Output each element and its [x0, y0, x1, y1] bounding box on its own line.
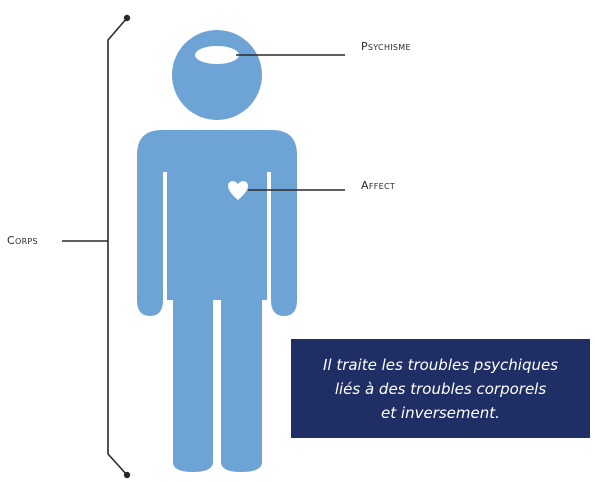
figure-left-leg — [173, 296, 213, 472]
bracket-bottom-dot — [123, 471, 131, 479]
corps-label: Corps — [7, 234, 38, 247]
bracket-top-dot — [123, 14, 131, 22]
heart-icon — [228, 181, 248, 200]
corps-bracket — [62, 17, 128, 476]
callout-text: Il traite les troubles psychiques liés à… — [322, 355, 559, 422]
mind-oval-icon — [195, 46, 239, 64]
psychisme-label: Psychisme — [361, 40, 411, 53]
callout-box: Il traite les troubles psychiques liés à… — [291, 339, 590, 438]
figure-head — [172, 30, 262, 120]
figure-torso — [137, 130, 297, 316]
figure-right-leg — [221, 296, 262, 472]
affect-label: Affect — [361, 179, 395, 192]
human-figure — [137, 30, 297, 472]
